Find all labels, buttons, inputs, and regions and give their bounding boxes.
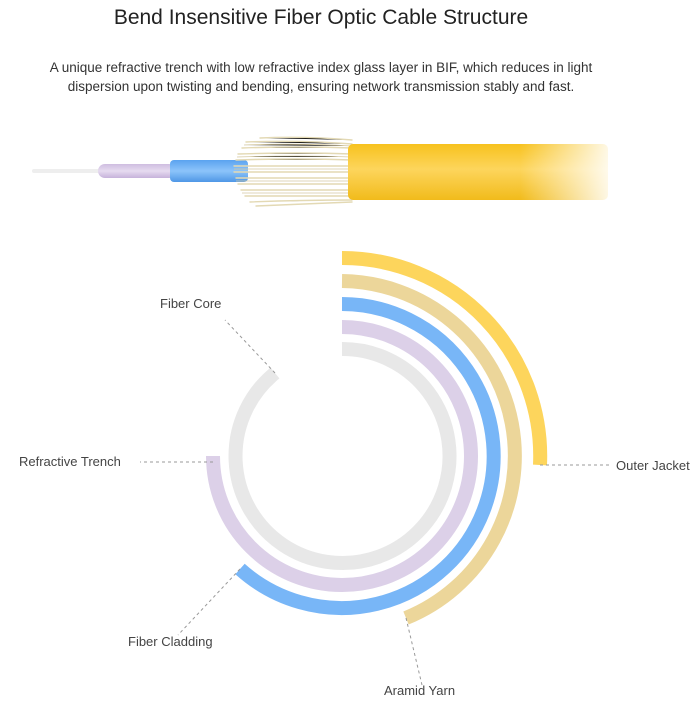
cross-section-diagram: Fiber Core Refractive Trench Fiber Cladd… bbox=[19, 250, 690, 698]
cable-bare-fiber bbox=[32, 169, 104, 173]
cable-refractive-trench bbox=[98, 164, 176, 178]
page-title: Bend Insensitive Fiber Optic Cable Struc… bbox=[113, 6, 529, 29]
refractive-trench-label: Refractive Trench bbox=[19, 454, 121, 469]
outer-jacket-ring bbox=[341, 250, 548, 466]
cable-aramid-yarn bbox=[233, 136, 353, 207]
aramid-yarn-ring bbox=[341, 274, 522, 625]
fiber-cladding-leader bbox=[177, 568, 241, 636]
aramid-yarn-leader bbox=[405, 617, 423, 686]
fiber-core-leader bbox=[224, 319, 276, 374]
fiber-cladding-ring bbox=[235, 297, 501, 615]
outer-jacket-label: Outer Jacket bbox=[616, 458, 690, 473]
cable-illustration bbox=[32, 136, 620, 207]
page-description: A unique refractive trench with low refr… bbox=[49, 60, 593, 94]
cable-fiber-cladding bbox=[170, 160, 248, 182]
aramid-yarn-label: Aramid Yarn bbox=[384, 683, 455, 698]
fiber-cladding-label: Fiber Cladding bbox=[128, 634, 213, 649]
fiber-core-label: Fiber Core bbox=[160, 296, 221, 311]
refractive-trench-ring bbox=[206, 320, 478, 592]
fiber-core-ring bbox=[228, 341, 457, 570]
